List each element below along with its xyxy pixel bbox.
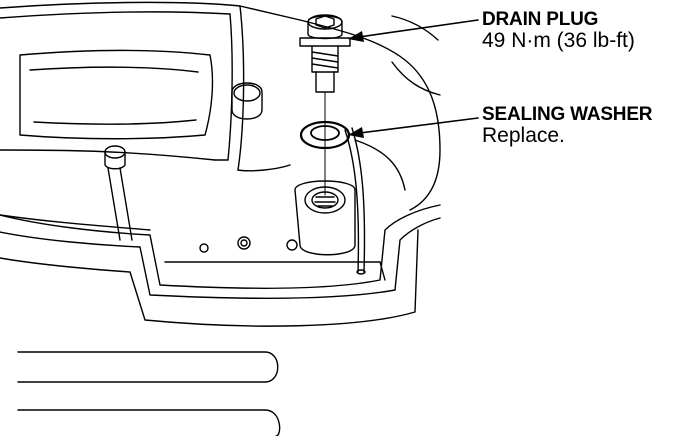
sealing-washer-note: Replace. bbox=[482, 124, 565, 147]
sealing-washer-callout: SEALING WASHER Replace. bbox=[482, 104, 653, 147]
drain-plug-arrowhead bbox=[348, 31, 364, 42]
drain-plug bbox=[299, 14, 351, 93]
drain-plug-label: DRAIN PLUG bbox=[482, 9, 599, 30]
drain-port bbox=[294, 180, 356, 256]
sealing-washer-arrowhead bbox=[348, 127, 364, 138]
transmission-housing bbox=[0, 1, 441, 231]
sealing-washer-leader bbox=[351, 117, 479, 135]
lower-cross-section bbox=[17, 351, 281, 436]
oil-pan-flange bbox=[0, 204, 441, 327]
housing-boss bbox=[231, 82, 263, 120]
oil-pan-recess bbox=[19, 49, 214, 140]
drain-plug-callout: DRAIN PLUG 49 N·m (36 lb-ft) bbox=[482, 10, 635, 51]
drain-plug-leader bbox=[351, 19, 479, 39]
flange-bolts bbox=[104, 145, 298, 253]
sealing-washer-label: SEALING WASHER bbox=[482, 104, 653, 125]
drain-plug-torque: 49 N·m (36 lb-ft) bbox=[482, 29, 635, 52]
